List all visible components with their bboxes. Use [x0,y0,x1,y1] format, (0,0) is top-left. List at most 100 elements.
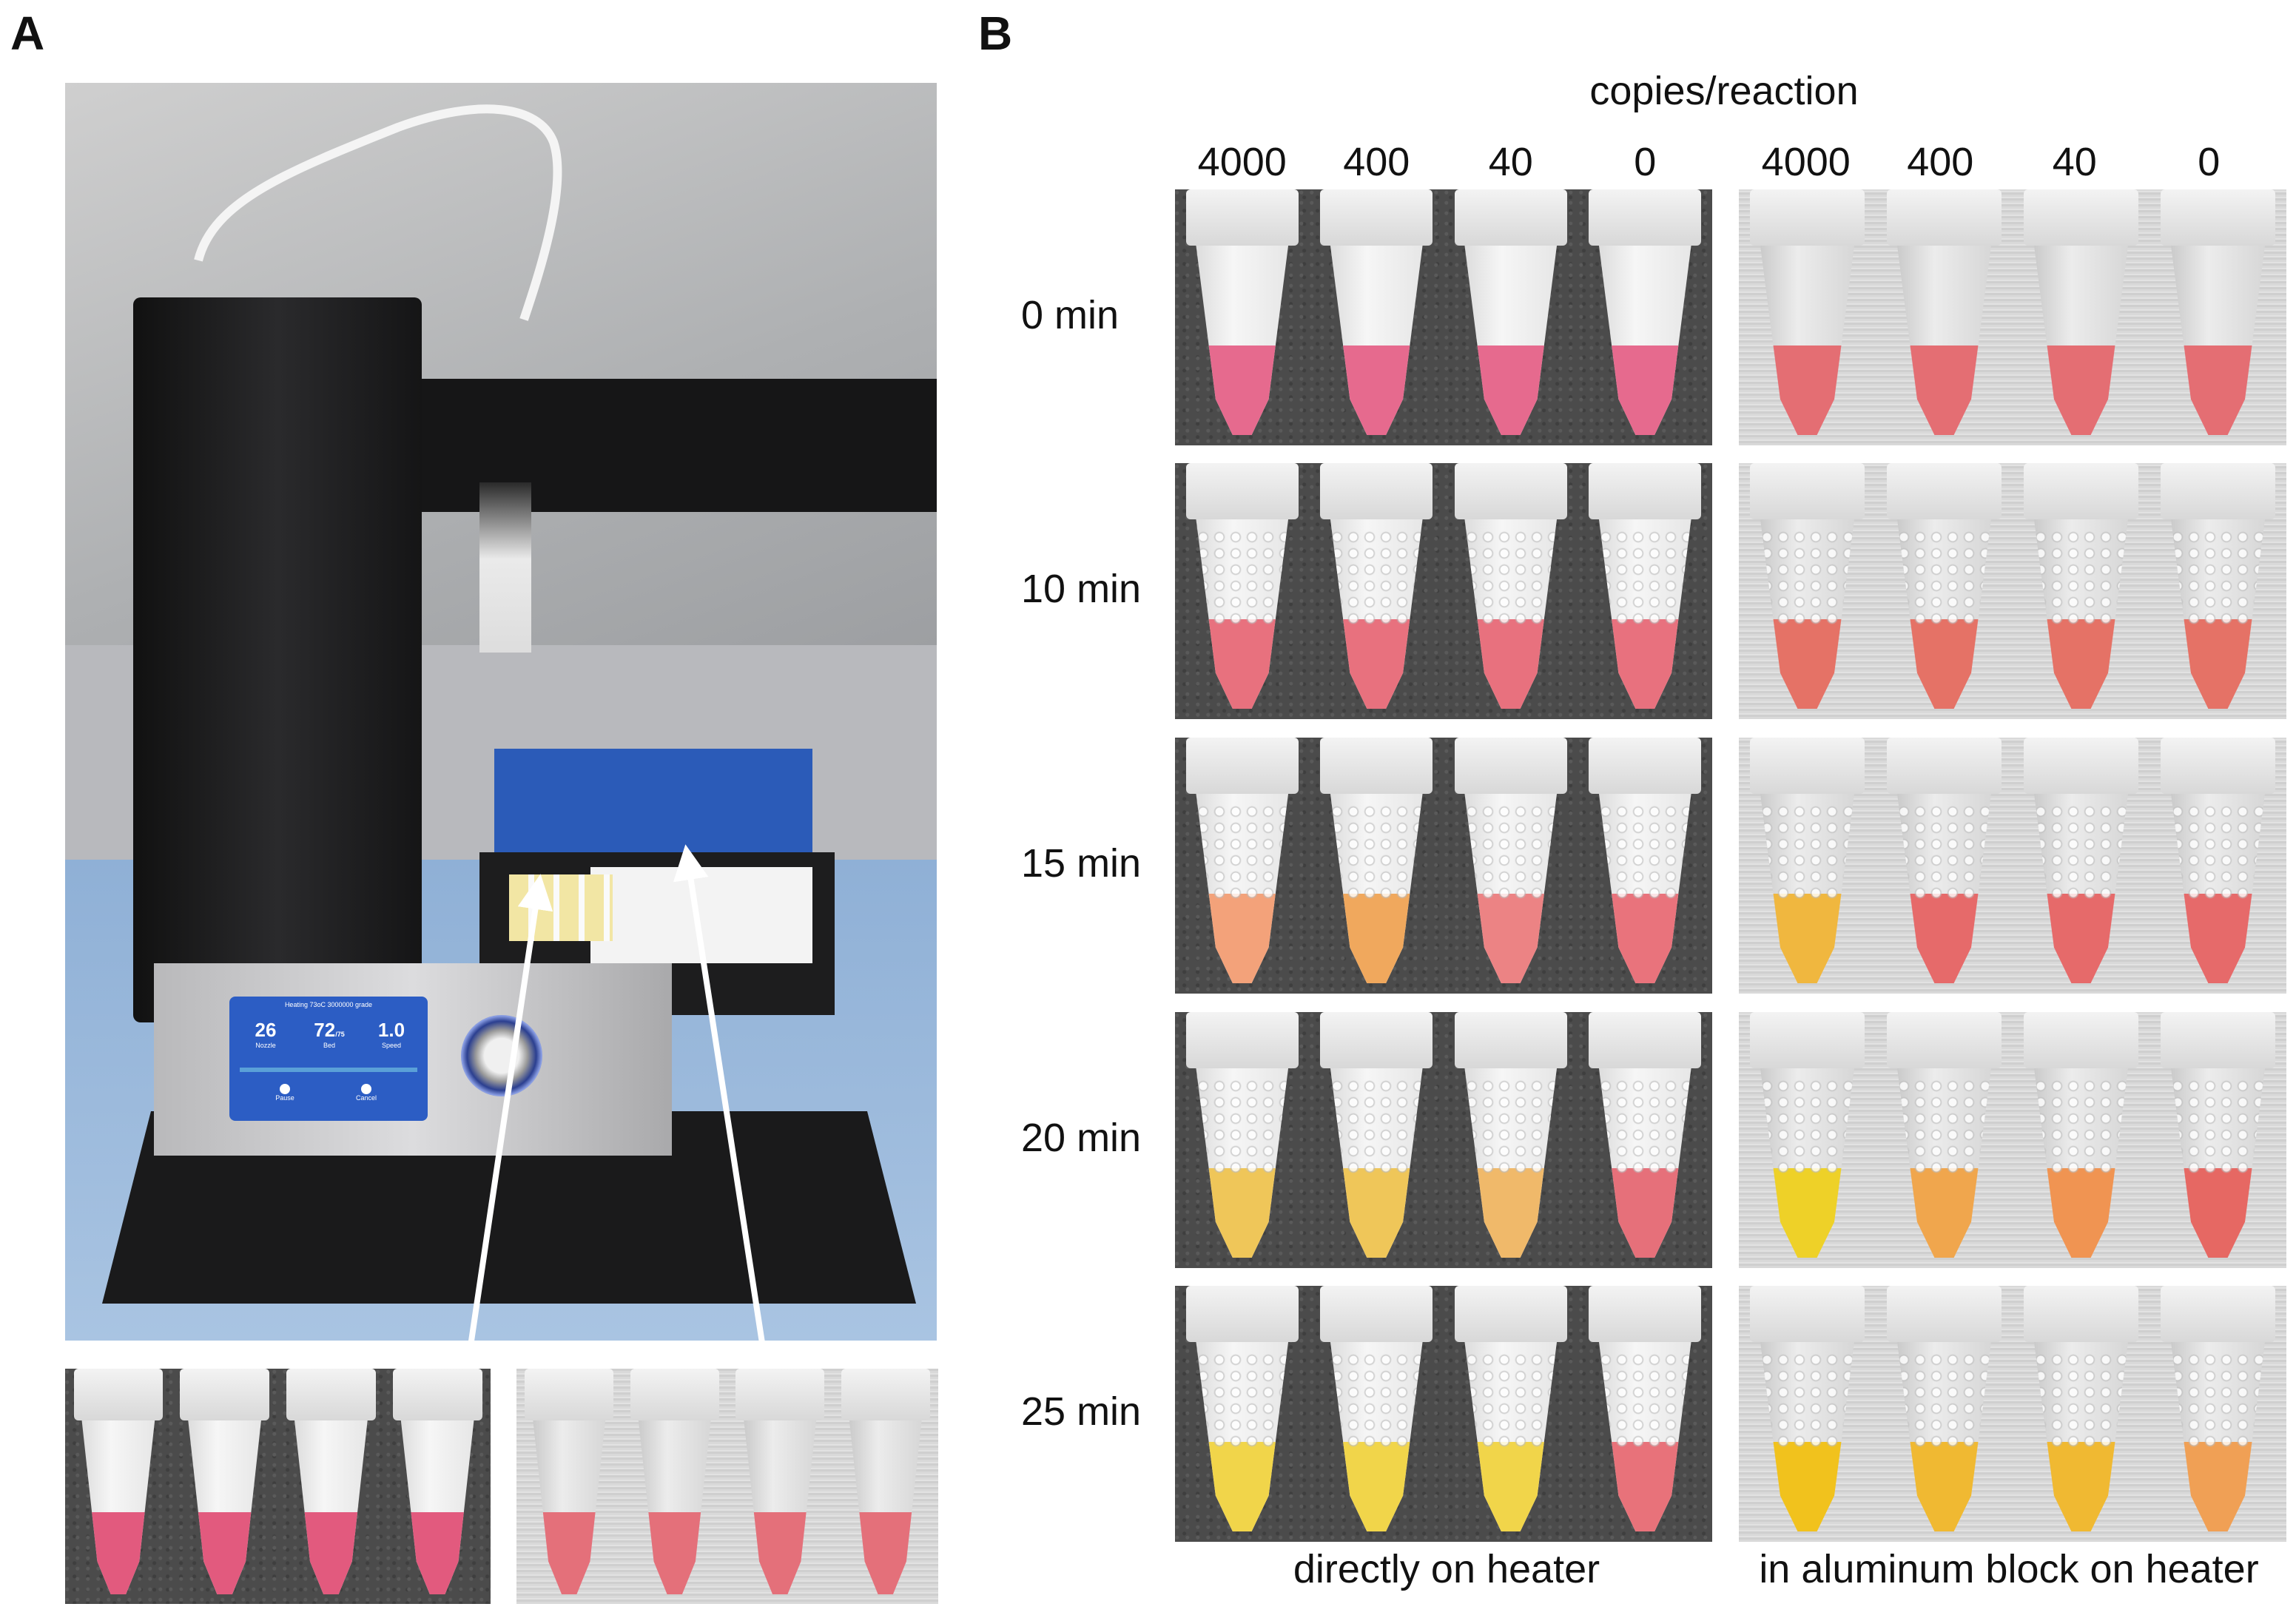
tube-body [1598,1332,1693,1532]
bubbles [2033,529,2130,625]
block-caption: in aluminum block on heater [1759,1547,2259,1591]
speed-label: Speed [381,1042,402,1049]
reaction-liquid [1896,893,1993,984]
tube-body [1194,783,1290,984]
bubbles [2033,1352,2130,1448]
tube-cap [73,1369,164,1420]
reaction-liquid [848,1511,923,1595]
time-row-label: 25 min [1021,1389,1142,1434]
tube [1320,1286,1433,1542]
bubbles [1329,803,1424,900]
reaction-liquid [1463,1441,1558,1532]
reaction-liquid [2169,1441,2266,1532]
bubbles [1896,803,1993,900]
tube-body [1194,509,1290,709]
tube [1749,1286,1865,1542]
reaction-liquid [1329,893,1424,984]
tube-cap [1320,463,1433,520]
pause-label: Pause [275,1094,294,1102]
tube-body [2033,783,2130,984]
bubbles [1329,1078,1424,1174]
tube [1454,738,1567,994]
tube [841,1369,930,1604]
tube [1886,1286,2002,1542]
tube-cap [1320,189,1433,246]
tube [735,1369,825,1604]
filament-tube [194,104,562,321]
tube-body [637,1411,713,1595]
reaction-liquid [637,1511,713,1595]
tube-body [1896,509,1993,709]
reaction-liquid [1598,1167,1693,1258]
tube-cap [1589,738,1702,795]
tube [2023,738,2139,994]
panel-a-label: A [10,7,45,60]
reaction-liquid [1463,893,1558,984]
tube [1589,1286,1702,1542]
tube-body [1194,1058,1290,1258]
tube [1185,1012,1299,1268]
reaction-liquid [1194,893,1290,984]
reaction-liquid [2169,345,2266,436]
printer-tower [133,297,422,1022]
tube-cap [1454,1286,1567,1343]
tube-body [81,1411,156,1595]
arrow-direct [461,874,553,1392]
tube-body [1598,235,1693,436]
block-tube-strip [1739,738,2286,994]
bubbles [2169,1352,2266,1448]
tube-body [2169,509,2266,709]
heater-tube-strip [1175,463,1712,719]
printer-photo: Heating 73oC 3000000 grade 26 Nozzle 72/… [65,83,937,1341]
reaction-liquid [293,1511,369,1595]
bubbles [2169,1078,2266,1174]
reaction-liquid [1463,1167,1558,1258]
tube-cap [1454,189,1567,246]
tube [1454,1286,1567,1542]
bubbles [1759,803,1856,900]
time-row-label: 10 min [1021,567,1142,611]
tube-cap [2023,738,2139,795]
printer-nozzle [479,482,531,653]
bed-value: 72 [314,1019,336,1041]
heater-tube-strip [1175,1286,1712,1542]
tube-body [2033,509,2130,709]
bubbles [1896,1352,1993,1448]
tube [1320,738,1433,994]
block-column-header: 4000 [1761,140,1851,184]
tube-cap [2160,1286,2276,1343]
tube [2023,463,2139,719]
bubbles [1759,1078,1856,1174]
bed-unit: /75 [335,1031,345,1038]
tube-cap [2160,189,2276,246]
tube-body [1759,783,1856,984]
heater-caption: directly on heater [1293,1547,1600,1591]
tube [1589,1012,1702,1268]
tube [2023,189,2139,445]
tube-cap [2160,463,2276,520]
tube [2160,1286,2276,1542]
tube-body [1598,509,1693,709]
screen-status: Heating 73oC 3000000 grade [284,1001,373,1008]
tube-cap [1454,463,1567,520]
copies-axis-title: copies/reaction [1589,69,1859,113]
tube-body [1329,509,1424,709]
reaction-liquid [1759,893,1856,984]
reaction-liquid [1598,1441,1693,1532]
tube-cap [1185,1286,1299,1343]
bubbles [1598,1352,1693,1448]
tube-body [1463,1332,1558,1532]
tube [1886,463,2002,719]
bubbles [1329,1352,1424,1448]
tube [525,1369,614,1604]
reaction-liquid [1759,1441,1856,1532]
tube-cap [180,1369,269,1420]
tube-body [1194,1332,1290,1532]
tube-body [1329,1332,1424,1532]
reaction-liquid [1598,345,1693,436]
tube-cap [2023,463,2139,520]
tube [1320,189,1433,445]
tube [73,1369,164,1604]
tube-body [1463,1058,1558,1258]
bubbles [1194,803,1290,900]
